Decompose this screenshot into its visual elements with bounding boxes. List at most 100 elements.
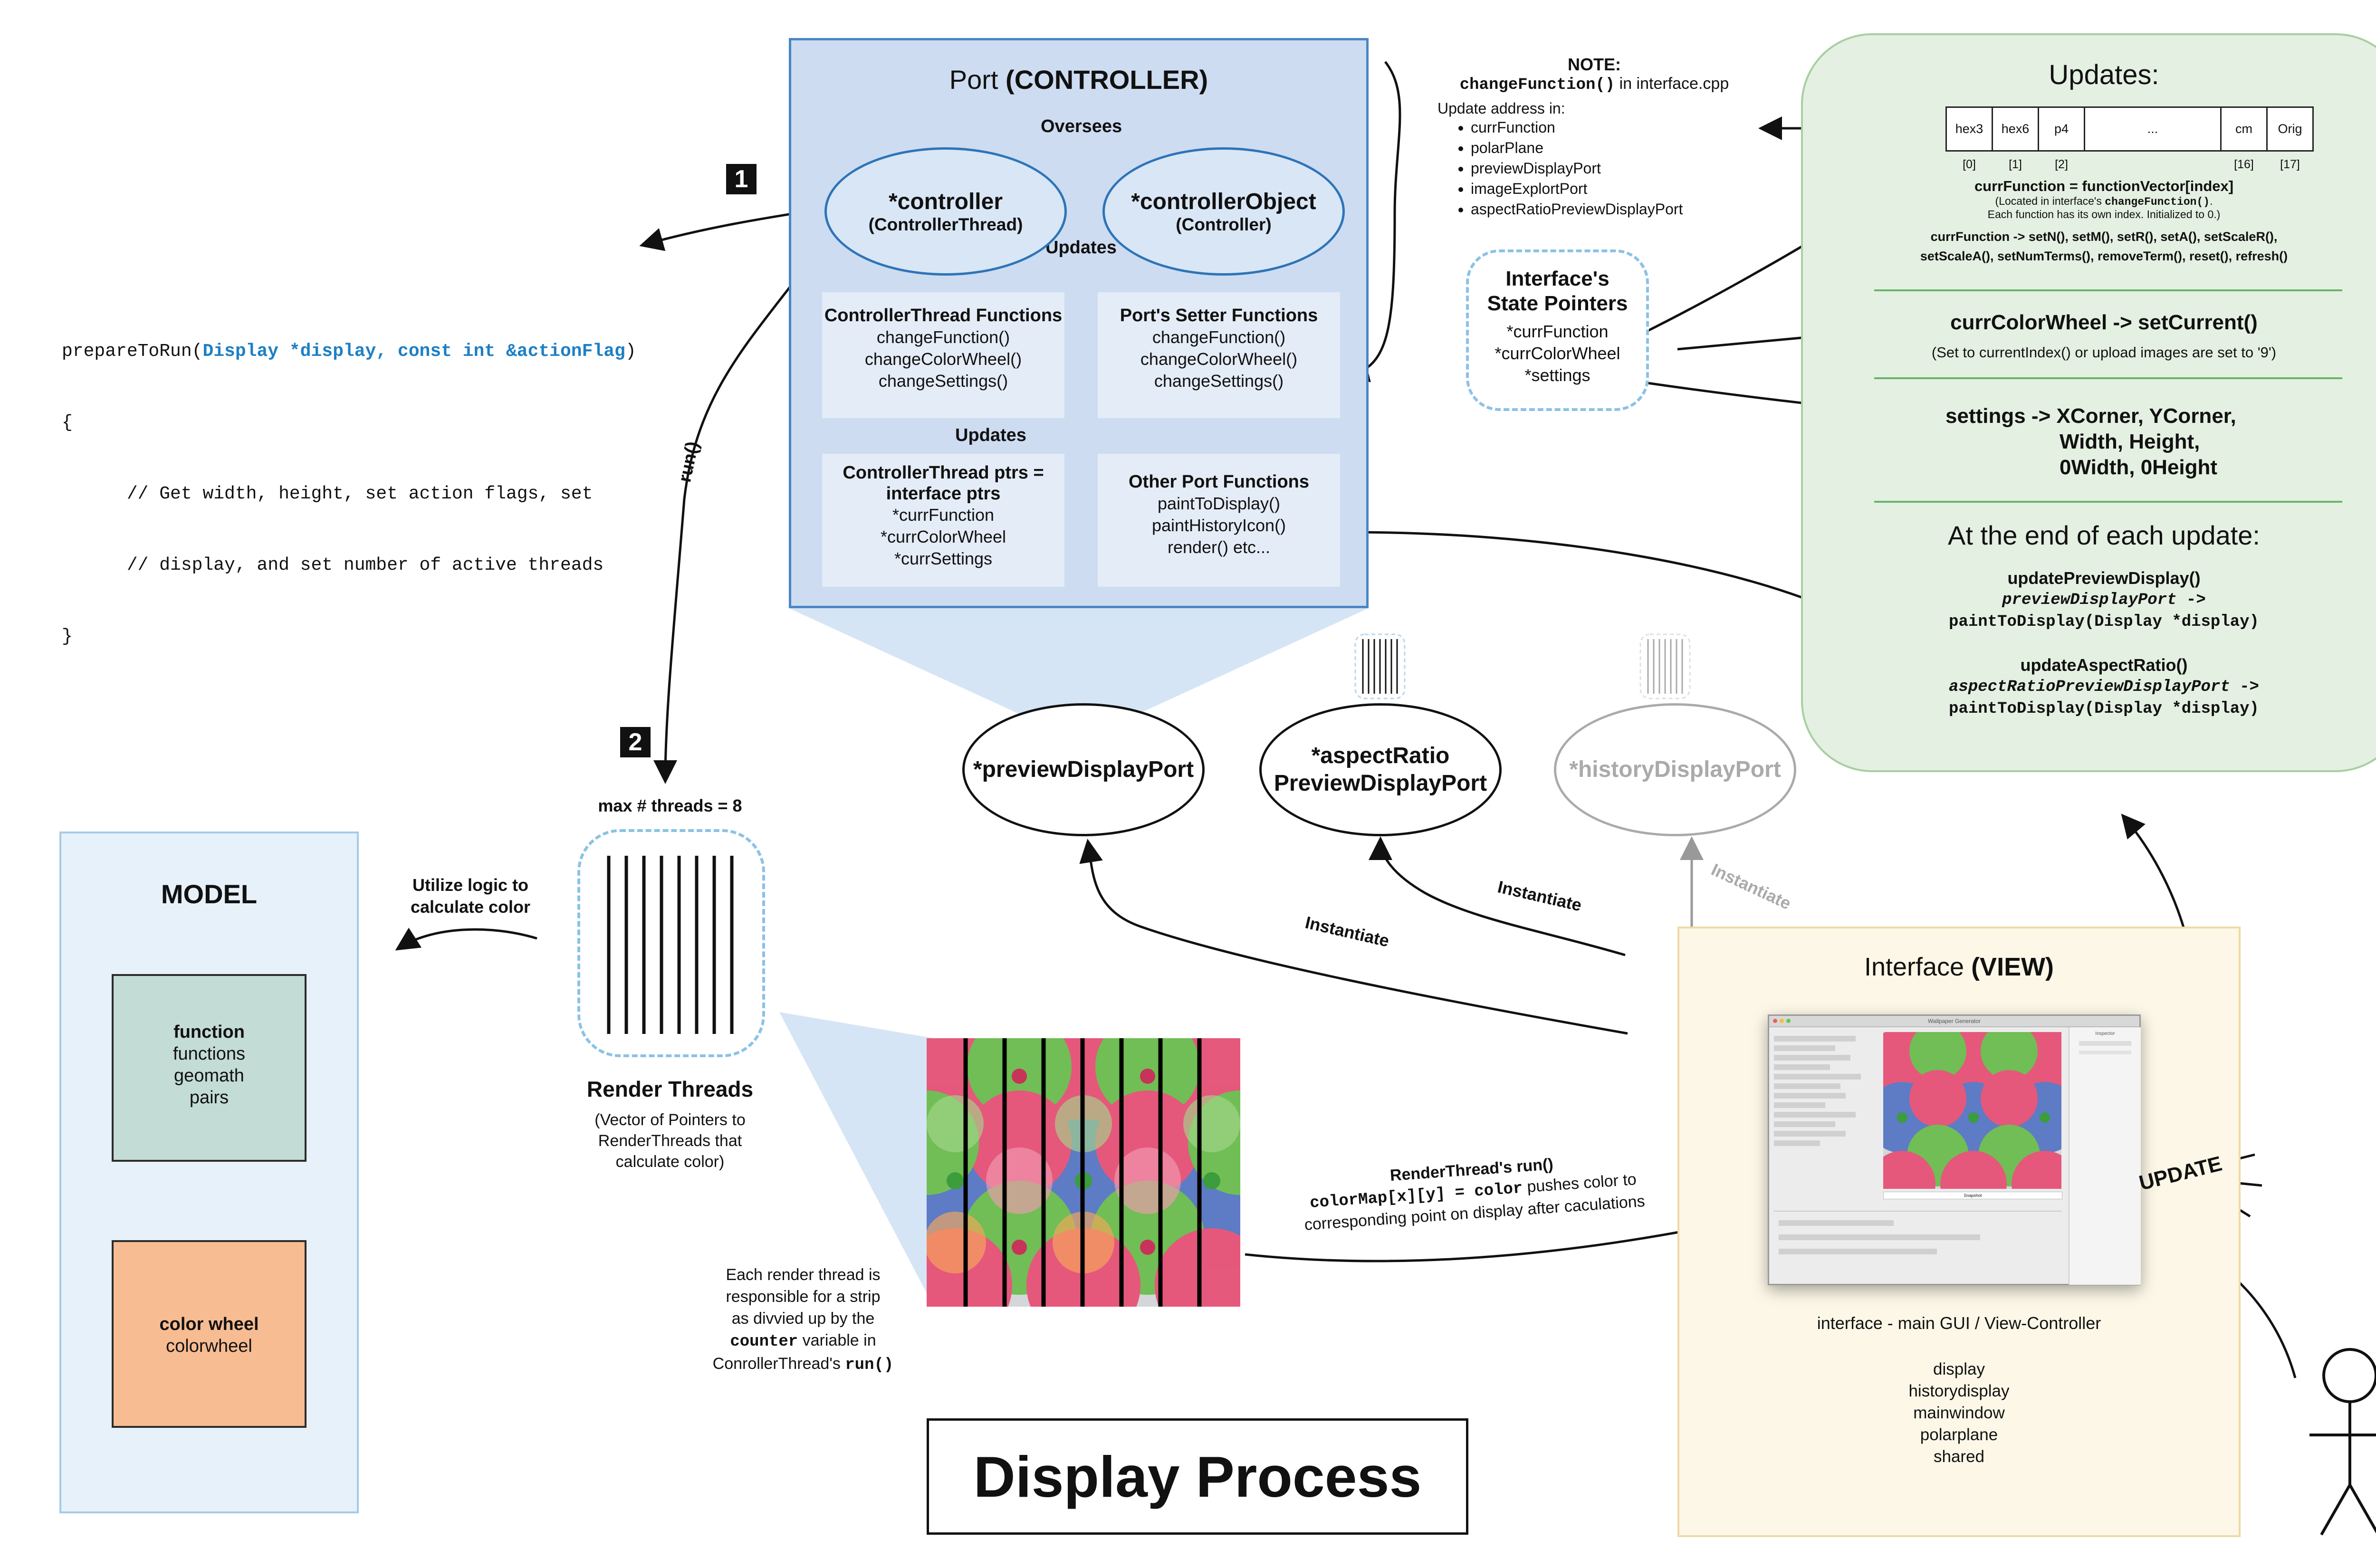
note-heading: NOTE: [1568,55,1621,74]
wallpaper-pattern-strips [927,1038,1240,1307]
render-desc-line: (Vector of Pointers to [594,1111,746,1129]
vector-cell: cm [2220,106,2268,152]
aspect-ratio-display-port: *aspectRatio PreviewDisplayPort [1259,703,1502,836]
note-function-line: changeFunction() in interface.cpp [1437,75,1751,94]
divider [1874,289,2342,291]
note-item: currFunction [1471,117,1761,138]
vector-index: [17] [2280,158,2300,171]
render-thread-lines [607,856,734,1034]
box-line: paintHistoryIcon() [1151,516,1286,535]
render-threads-box [577,829,765,1057]
box-heading: Port's Setter Functions [1120,306,1318,325]
gui-inspector-title: Inspector [2095,1031,2115,1036]
paint-to-display-1: paintToDisplay(Display *display) [1949,613,2259,631]
note-item: imageExplortPort [1471,179,1761,199]
color-wheel-box-line: colorwheel [166,1336,252,1356]
gui-bottom-controls [1774,1211,2061,1278]
preview-display-port: *previewDisplayPort [962,703,1205,836]
render-desc-line: RenderThreads that [598,1132,742,1150]
code-function: prepareToRun( [62,341,203,362]
controller-object-name: *controllerObject [1131,189,1316,214]
note-list: currFunction polarPlane previewDisplayPo… [1437,117,1761,220]
strip-note-line: as divvied up by the [731,1310,875,1328]
gui-preview-image [1883,1032,2061,1189]
vector-index: [1] [2009,158,2022,171]
view-file-list: display historydisplay mainwindow polarp… [1679,1358,2239,1468]
note-item: aspectRatioPreviewDisplayPort [1471,199,1761,220]
settings-block: settings -> XCorner, YCorner, Width, Hei… [1945,403,2236,480]
end-of-update-title: At the end of each update: [1948,520,2260,550]
strip-note-counter: counter [730,1333,798,1351]
aspect-port-label-2: PreviewDisplayPort [1274,771,1487,796]
view-file: mainwindow [1913,1404,2005,1422]
view-title-bold: (VIEW) [1971,953,2054,981]
note-item: polarPlane [1471,138,1761,158]
box-line: render() etc... [1167,537,1271,557]
located-line: (Located in interface's changeFunction()… [1803,195,2376,208]
box-heading: ControllerThread Functions [824,306,1063,325]
box-line: changeColorWheel() [1140,349,1298,369]
note-function: changeFunction() [1459,76,1615,94]
zoom-dot-icon [1786,1019,1791,1023]
curr-function-block: currFunction = functionVector[index] (Lo… [1803,178,2376,264]
updates-title: Updates: [2049,59,2159,90]
note-item: previewDisplayPort [1471,158,1761,179]
oversees-label: Oversees [1041,116,1122,136]
preview-port-ref: previewDisplayPort [2002,591,2177,609]
function-box-line: geomath [174,1066,244,1086]
preview-port-label: *previewDisplayPort [973,757,1194,782]
curr-function-methods-2: setScaleA(), setNumTerms(), removeTerm()… [1920,249,2288,263]
strip-note-line: ConrollerThread's [712,1355,845,1373]
function-box-line: pairs [189,1088,229,1108]
view-file: polarplane [1920,1425,1998,1444]
code-open-brace: { [62,412,73,433]
note-block: NOTE: changeFunction() in interface.cpp … [1437,55,1761,220]
view-file: shared [1933,1447,1985,1466]
gui-snapshot-button: Snapshot [1883,1192,2062,1199]
vector-cell: Orig [2266,106,2314,152]
view-title-prefix: Interface [1864,953,1972,981]
close-dot-icon [1773,1019,1777,1023]
history-port-label: *historyDisplayPort [1569,757,1781,782]
color-wheel-line: currColorWheel -> setCurrent() [1950,311,2258,334]
box-heading: Other Port Functions [1129,472,1309,492]
settings-line-3: 0Width, 0Height [2060,456,2218,479]
port-controller-panel: Port (CONTROLLER) Oversees Updates *cont… [789,38,1369,608]
strip-note-variable: variable in [798,1331,876,1349]
function-box: function functions geomath pairs [112,974,307,1162]
render-desc-line: calculate color) [615,1153,725,1171]
updates-label-top: Updates [1045,238,1117,258]
strip-note-line: Each render thread is [726,1266,881,1284]
box-line: changeColorWheel() [864,349,1022,369]
render-threads-title: Render Threads [586,1077,754,1101]
box-line: changeFunction() [876,327,1010,347]
code-close-brace: } [62,626,73,647]
box-line: changeSettings() [878,371,1008,391]
state-item: *currColorWheel [1495,344,1620,363]
end-of-update-block: updatePreviewDisplay() previewDisplayPor… [1803,567,2376,720]
code-close-paren: ) [625,341,636,362]
note-intro: Update address in: [1437,100,1565,117]
utilize-line-1: Utilize logic to [412,875,528,895]
color-wheel-note: (Set to currentIndex() or upload images … [1931,344,2277,361]
divider [1874,501,2342,503]
box-line: *currFunction [892,505,995,525]
box-line: *currSettings [894,549,993,568]
controller-type: (ControllerThread) [868,214,1023,234]
view-file: display [1933,1360,1985,1378]
paint-to-display-2: paintToDisplay(Display *display) [1949,700,2259,718]
state-title-1: Interface's [1505,267,1610,290]
code-comment-1: // Get width, height, set action flags, … [62,484,593,504]
gui-settings-pane [1774,1032,1876,1279]
render-threads-desc: (Vector of Pointers to RenderThreads tha… [551,1109,789,1172]
update-preview-fn: updatePreviewDisplay() [2007,568,2201,588]
model-title: MODEL [161,879,258,909]
vector-index: [16] [2234,158,2254,171]
view-file: historydisplay [1908,1382,2010,1400]
port-title-bold: (CONTROLLER) [1006,65,1208,95]
state-title-2: State Pointers [1487,292,1628,315]
box-line: paintToDisplay() [1157,494,1281,513]
settings-line-1: settings -> XCorner, YCorner, [1945,404,2236,428]
note-function-suffix: in interface.cpp [1615,75,1729,93]
vector-index: [2] [2055,158,2068,171]
